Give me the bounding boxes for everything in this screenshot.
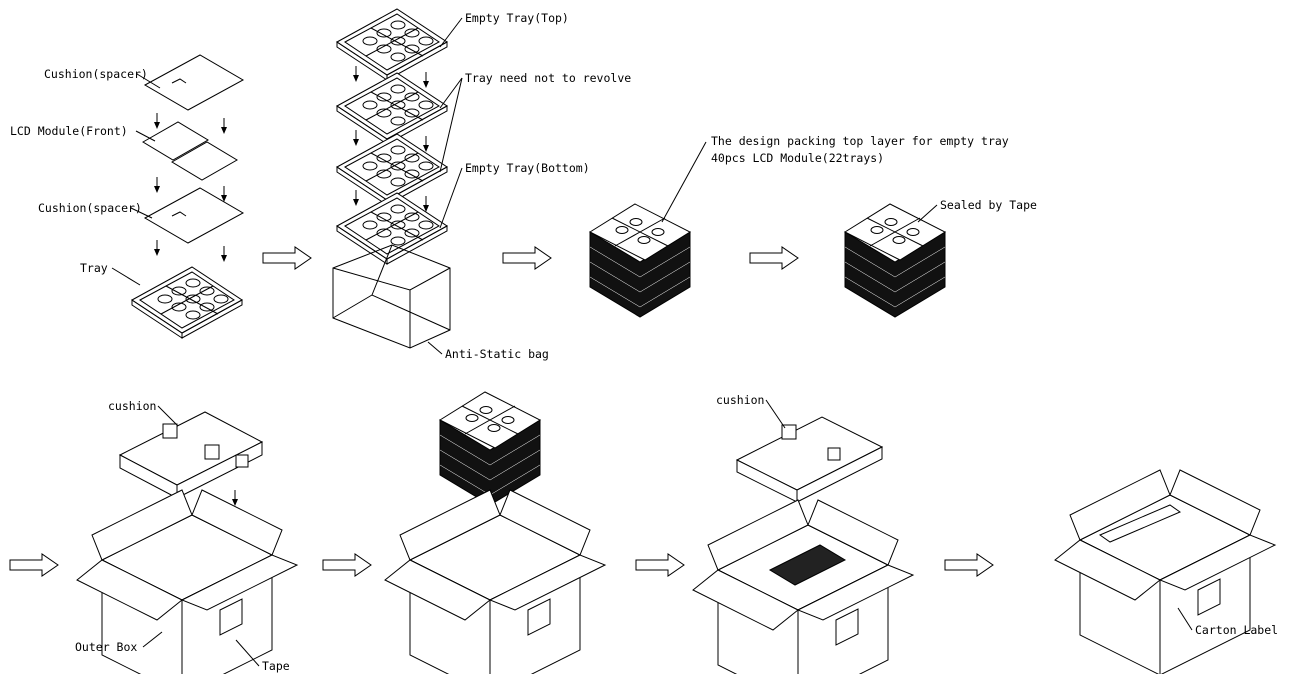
step-arrow-icon: [322, 553, 372, 577]
label-cushion-box3: cushion: [716, 393, 764, 407]
tray-icon: [336, 133, 448, 206]
tray-stack-icon: [844, 203, 946, 318]
label-tray-need-not-revolve: Tray need not to revolve: [465, 71, 631, 85]
step-arrow-icon: [635, 553, 685, 577]
cushion-insert: [735, 416, 884, 503]
label-cushion-spacer-bottom: Cushion(spacer): [38, 201, 142, 215]
tape-strip: [1098, 504, 1182, 543]
tray-icon: [336, 72, 448, 145]
tray-icon: [336, 192, 448, 265]
tray-stack-icon: [439, 391, 541, 506]
label-cushion-box1: cushion: [108, 399, 156, 413]
label-lcd-module-front: LCD Module(Front): [10, 124, 128, 138]
step-arrow-icon: [502, 246, 552, 270]
anti-static-bag: [332, 244, 451, 349]
label-tray: Tray: [80, 261, 108, 275]
cushion-spacer-top: [143, 54, 245, 111]
label-empty-tray-bottom: Empty Tray(Bottom): [465, 161, 590, 175]
carton-box-icon: [692, 499, 914, 674]
label-sealed-by-tape: Sealed by Tape: [940, 198, 1037, 212]
packed-trays-in-box: [768, 544, 847, 586]
label-cushion-spacer-top: Cushion(spacer): [44, 67, 148, 81]
lcd-module-front: [142, 121, 238, 181]
step-arrow-icon: [944, 553, 994, 577]
tray-icon: [336, 8, 448, 81]
cushion-spacer-bottom: [143, 187, 245, 244]
step-arrow-icon: [262, 246, 312, 270]
cushion-insert: [118, 411, 264, 499]
carton-box-icon: [1054, 469, 1276, 674]
tray-icon: [131, 266, 243, 339]
label-empty-tray-top: Empty Tray(Top): [465, 11, 569, 25]
label-outer-box: Outer Box: [75, 640, 137, 654]
carton-box-icon: [384, 489, 606, 674]
label-anti-static-bag: Anti-Static bag: [445, 347, 549, 361]
step-arrow-icon: [749, 246, 799, 270]
label-tape: Tape: [262, 659, 290, 673]
label-design-packing-line2: 40pcs LCD Module(22trays): [711, 151, 884, 165]
step-arrow-icon: [9, 553, 59, 577]
label-carton-label: Carton Label: [1195, 623, 1278, 637]
label-design-packing-line1: The design packing top layer for empty t…: [711, 134, 1009, 148]
tray-stack-icon: [589, 203, 691, 318]
